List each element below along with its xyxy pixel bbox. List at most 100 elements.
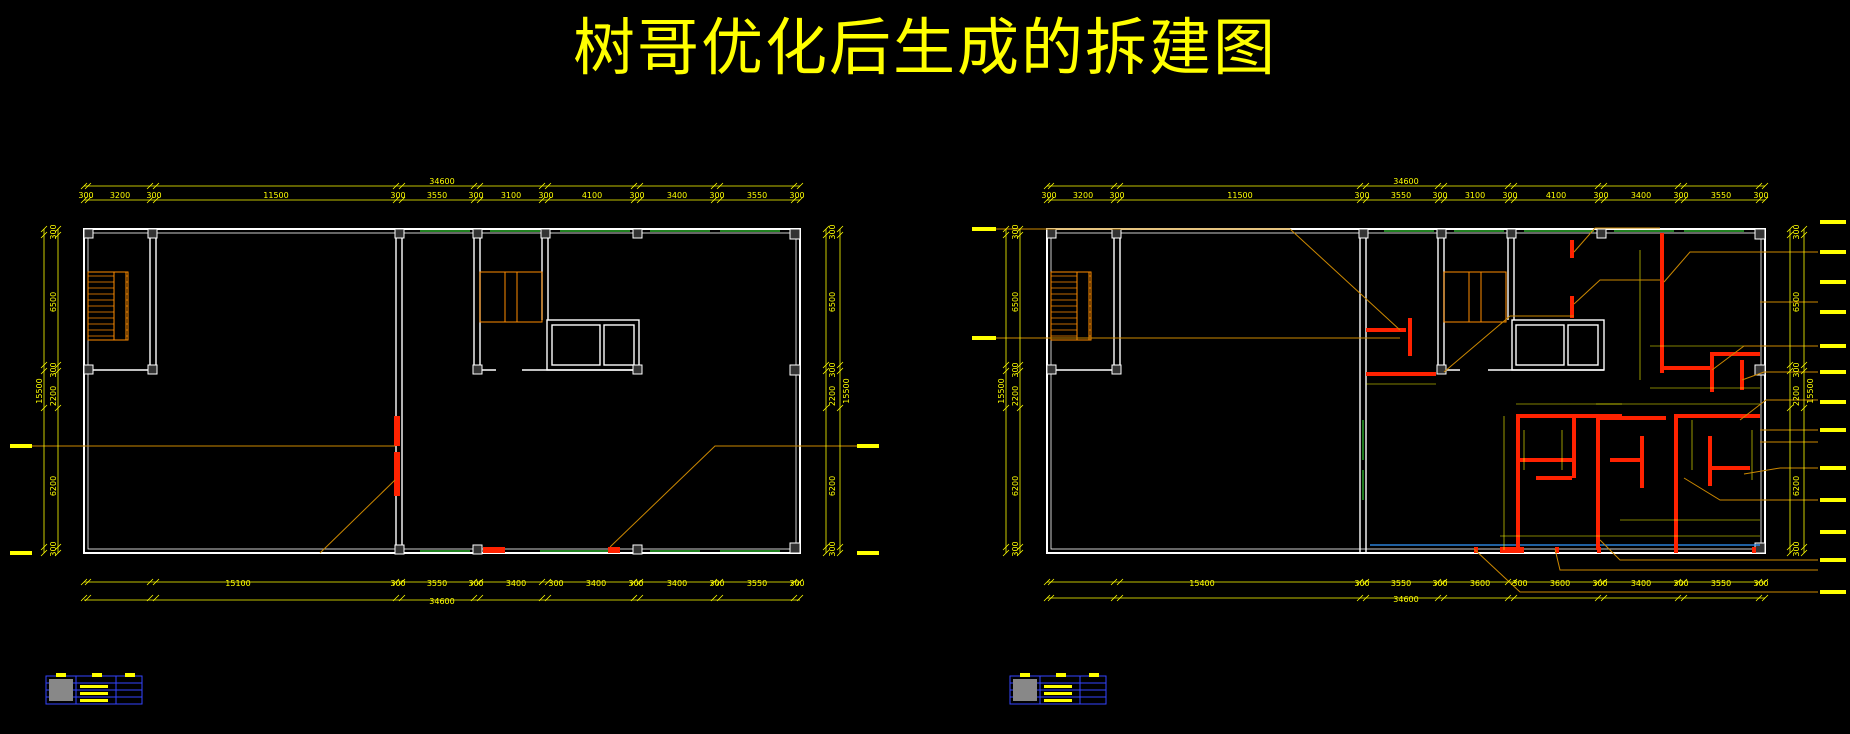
column <box>394 544 405 555</box>
dim-bottom: 300 <box>1432 579 1447 588</box>
section-marker <box>972 336 996 340</box>
dim-bottom: 300 <box>1753 579 1768 588</box>
dimension-tick <box>630 182 638 190</box>
dimension-tick <box>1600 196 1608 204</box>
demolish-wall <box>394 416 400 446</box>
dimension-tick <box>1761 578 1769 586</box>
section-marker <box>1820 250 1846 254</box>
dimension-tick <box>630 196 638 204</box>
dim-bottom: 3600 <box>1470 579 1490 588</box>
new-wall <box>1366 372 1436 376</box>
dim-bottom: 3550 <box>427 579 447 588</box>
leader-lines <box>12 445 860 554</box>
dim-right: 6500 <box>1792 292 1801 312</box>
interior-walls <box>88 229 640 553</box>
dim-right: 2200 <box>1792 386 1801 406</box>
dimension-tick <box>1786 361 1794 369</box>
leader-line <box>1554 548 1818 571</box>
dimension-tick <box>1674 182 1682 190</box>
stair-landing <box>504 271 518 323</box>
dimension-tick <box>54 549 62 557</box>
columns <box>83 228 801 555</box>
leader-line <box>1573 227 1660 253</box>
new-wall <box>1516 414 1622 418</box>
dim-right: 6200 <box>828 476 837 496</box>
dimension-tick <box>1043 578 1051 586</box>
dim-top: 3100 <box>501 191 521 200</box>
dimension-tick <box>84 578 92 586</box>
shaft <box>1567 324 1599 366</box>
dimension-tick <box>822 367 830 375</box>
dim-top: 300 <box>1753 191 1768 200</box>
outer-wall <box>1046 228 1766 554</box>
section-marker <box>1820 280 1846 284</box>
dimension-tick <box>1504 594 1512 602</box>
dimension-tick <box>636 182 644 190</box>
dimension-tick <box>1600 182 1608 190</box>
dim-bottom: 15400 <box>1189 579 1214 588</box>
right-floor-plan: 34600 300 3200 300 11500 300 3550 300 31… <box>972 177 1846 705</box>
dimension-tick <box>40 549 48 557</box>
dimension-tick <box>1786 543 1794 551</box>
column <box>147 228 158 239</box>
dimension-tick <box>1110 182 1118 190</box>
dim-top: 3550 <box>1711 191 1731 200</box>
section-marker <box>972 227 996 231</box>
dimension-tick <box>822 225 830 233</box>
column <box>1506 228 1517 239</box>
dimension-tick <box>54 225 62 233</box>
dimension-tick <box>1116 594 1124 602</box>
column <box>632 228 643 239</box>
dimension-tick <box>84 594 92 602</box>
dimension-tick <box>476 182 484 190</box>
dim-left: 6200 <box>49 476 58 496</box>
dim-left: 300 <box>1011 541 1020 556</box>
dimension-tick <box>1002 231 1010 239</box>
dimension-tick <box>1016 404 1024 412</box>
dim-bottom: 300 <box>1512 579 1527 588</box>
title-block <box>1009 673 1107 705</box>
new-wall <box>1555 547 1559 553</box>
dimension-tick <box>1043 196 1051 204</box>
leader-line <box>1741 371 1818 381</box>
dimension-tick <box>790 182 798 190</box>
dim-bottom: 15100 <box>225 579 250 588</box>
dimension-tick <box>1362 196 1370 204</box>
dimension-tick <box>40 361 48 369</box>
leader-lines <box>975 227 1818 593</box>
outer-wall <box>83 228 801 554</box>
new-wall <box>1752 547 1756 553</box>
dimension-tick <box>152 578 160 586</box>
section-marker <box>1820 220 1846 224</box>
dimension-tick <box>1356 594 1364 602</box>
dimension-tick <box>1594 196 1602 204</box>
inner-wall-line <box>87 232 797 550</box>
dim-right: 2200 <box>828 386 837 406</box>
dimension-tick <box>1761 182 1769 190</box>
dimension-tick <box>1047 578 1055 586</box>
leader-line <box>1711 345 1818 371</box>
column <box>1754 228 1766 240</box>
leader-line <box>319 479 396 554</box>
new-wall <box>1674 547 1678 553</box>
dimension-tick <box>84 196 92 204</box>
dimension-tick <box>84 182 92 190</box>
dimension-tick <box>392 182 400 190</box>
dimension-tick <box>1362 594 1370 602</box>
dimension-tick <box>1504 578 1512 586</box>
column <box>789 228 801 240</box>
dimension-tick <box>1016 231 1024 239</box>
dim-bottom: 300 <box>1592 579 1607 588</box>
dimension-tick <box>822 543 830 551</box>
dim-top: 300 <box>1593 191 1608 200</box>
dimension-tick <box>710 182 718 190</box>
leader-line <box>975 228 1401 331</box>
dimension-tick <box>538 578 546 586</box>
section-marker <box>857 444 879 448</box>
section-marker <box>10 444 32 448</box>
column <box>472 228 483 239</box>
dimension-tick <box>1047 182 1055 190</box>
dimension-tick <box>1510 182 1518 190</box>
dimension-tick <box>636 196 644 204</box>
stair-landing <box>1468 271 1482 323</box>
